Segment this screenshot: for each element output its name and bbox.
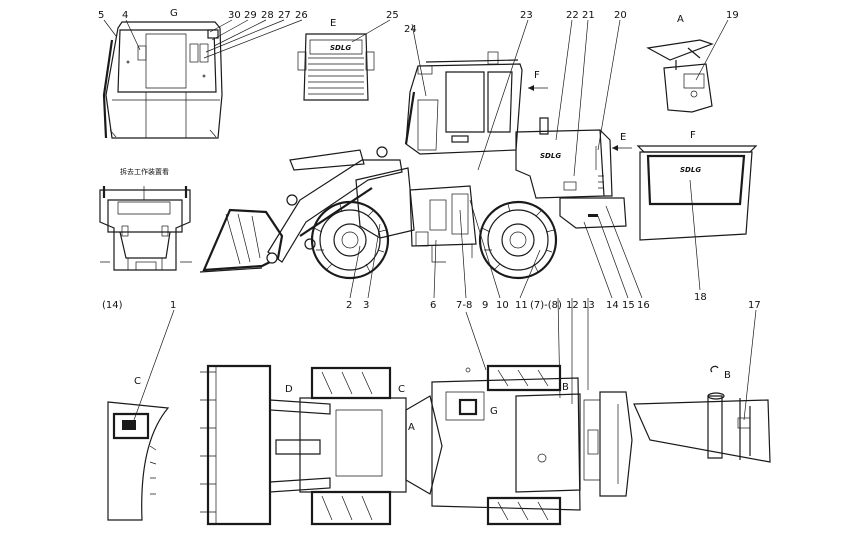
callout-17: 17 [748, 300, 761, 311]
callout-13: 13 [582, 300, 595, 311]
cab [404, 51, 523, 155]
view-f-side-window: SDLG [636, 145, 758, 241]
callout-14: 14 [606, 300, 619, 311]
callout-18: 18 [694, 292, 707, 303]
view-g-cab-rear [102, 21, 223, 139]
view-label-g1: G [490, 406, 498, 417]
view-b-tank [633, 365, 771, 463]
leader-lines [103, 19, 757, 421]
svg-text:SDLG: SDLG [680, 166, 701, 174]
callout-15: 15 [622, 300, 635, 311]
callout-16: 16 [637, 300, 650, 311]
view-label-c: C [134, 376, 141, 387]
view-label-f: F [690, 130, 696, 141]
callout-29: 29 [244, 10, 257, 21]
view-label-e: E [330, 18, 336, 29]
callout-7-8-paren: (7)-(8) [530, 300, 562, 311]
callout-11: 11 [515, 300, 528, 311]
view-label-b1: B [562, 382, 569, 393]
note-remove-work-equipment: 拆去工作装置看 [120, 167, 169, 176]
view-front-no-work-equipment [99, 186, 192, 271]
callout-25: 25 [386, 10, 399, 21]
callout-4: 4 [122, 10, 128, 21]
front-wheel [310, 200, 390, 280]
callout-3: 3 [363, 300, 369, 311]
callout-14-paren: (14) [102, 300, 123, 311]
view-arrow-e: E [620, 132, 626, 143]
svg-text:SDLG: SDLG [330, 44, 351, 52]
callout-9: 9 [482, 300, 488, 311]
view-arrow-f: F [534, 70, 540, 81]
view-label-d1: D [285, 384, 293, 395]
callout-1: 1 [170, 300, 176, 311]
callout-23: 23 [520, 10, 533, 21]
callout-10: 10 [496, 300, 509, 311]
view-label-a: A [677, 14, 684, 25]
view-e-rear-grille: SDLG [297, 33, 375, 101]
callout-27: 27 [278, 10, 291, 21]
main-side-view-wheel-loader: SDLG [199, 51, 627, 280]
svg-text:SDLG: SDLG [540, 152, 561, 160]
callout-22: 22 [566, 10, 579, 21]
callout-2: 2 [346, 300, 352, 311]
view-label-c1: C [398, 384, 405, 395]
rear-wheel [478, 200, 558, 280]
engine-hood: SDLG [515, 117, 613, 199]
callout-24: 24 [404, 24, 417, 35]
callout-7-8: 7-8 [456, 300, 472, 311]
callout-5: 5 [98, 10, 104, 21]
callout-6: 6 [430, 300, 436, 311]
callout-30: 30 [228, 10, 241, 21]
callout-12: 12 [566, 300, 579, 311]
view-labels: G E A F C B D C A B G F E [134, 8, 731, 433]
top-view-loader [200, 364, 633, 526]
view-label-g: G [170, 8, 178, 19]
view-c-fender [107, 401, 170, 521]
callout-20: 20 [614, 10, 627, 21]
callout-numbers: 5 4 30 29 28 27 26 25 24 23 22 21 20 19 … [98, 10, 761, 311]
view-label-b: B [724, 370, 731, 381]
callout-21: 21 [582, 10, 595, 21]
view-a-dashboard [646, 39, 714, 113]
callout-28: 28 [261, 10, 274, 21]
view-label-a1: A [408, 422, 415, 433]
callout-19: 19 [726, 10, 739, 21]
callout-26: 26 [295, 10, 308, 21]
